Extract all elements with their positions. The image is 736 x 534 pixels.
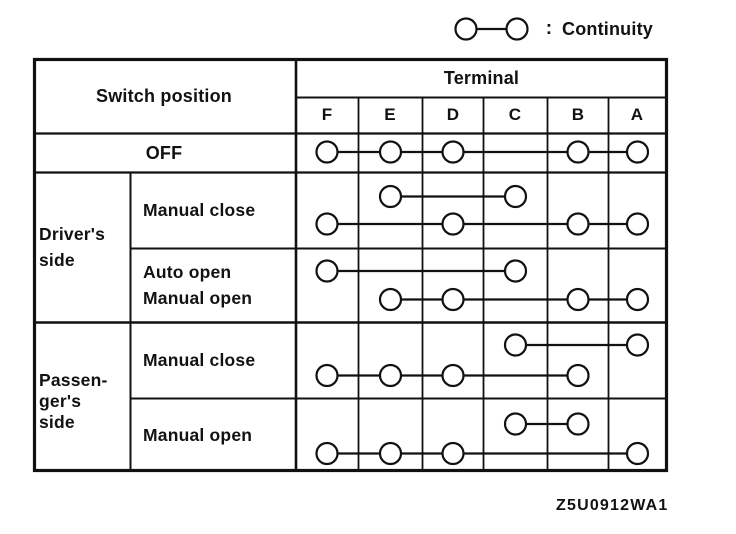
- continuity-circle-passenger-manual-open-terminal-b: [566, 412, 590, 436]
- continuity-legend-symbol: [454, 17, 529, 41]
- continuity-circle-off-terminal-b: [566, 140, 590, 164]
- continuity-circle-off-terminal-e: [378, 140, 403, 164]
- terminal-letter-d: D: [446, 105, 460, 124]
- terminal-letter-c: C: [508, 105, 522, 124]
- driver-side-label-line1: Driver's: [39, 224, 106, 244]
- continuity-circle-driver-auto-open-manual-open-terminal-a: [625, 287, 650, 312]
- continuity-circle-driver-manual-close-terminal-c: [503, 184, 528, 209]
- continuity-circle-driver-manual-close-terminal-f: [315, 212, 339, 236]
- continuity-circle-passenger-manual-close-terminal-c: [503, 333, 528, 357]
- table-outer-border: [32, 57, 669, 473]
- continuity-circle-passenger-manual-open-terminal-d: [441, 441, 465, 466]
- row-label-off: OFF: [145, 142, 183, 163]
- continuity-circle-passenger-manual-open-terminal-a: [625, 441, 650, 466]
- header-terminal: Terminal: [443, 67, 520, 88]
- continuity-circle-passenger-manual-close-terminal-a: [625, 333, 650, 357]
- continuity-circle-driver-auto-open-manual-open-terminal-c: [503, 259, 528, 283]
- row-label-passenger-manual-open: Manual open: [143, 424, 253, 445]
- passenger-side-label-line1: Passen-: [39, 369, 108, 390]
- continuity-circle-driver-auto-open-manual-open-terminal-f: [315, 259, 339, 283]
- terminal-letter-b: B: [571, 105, 585, 124]
- continuity-circle-off-terminal-f: [315, 140, 339, 164]
- legend-circle-right-icon: [505, 17, 529, 41]
- continuity-circle-passenger-manual-open-terminal-e: [378, 441, 403, 466]
- legend-label: Continuity: [562, 18, 653, 39]
- driver-side-group-label: Driver's side: [39, 172, 129, 322]
- continuity-circle-driver-manual-close-terminal-a: [625, 212, 650, 236]
- continuity-circle-driver-manual-close-terminal-e: [378, 184, 403, 209]
- terminal-letter-e: E: [384, 105, 396, 124]
- passenger-side-label-line2: ger's: [39, 390, 82, 411]
- passenger-side-label-line3: side: [39, 411, 75, 432]
- passenger-side-group-label: Passen- ger's side: [39, 322, 129, 472]
- terminal-letter-f: F: [321, 105, 333, 124]
- continuity-circle-driver-auto-open-manual-open-terminal-d: [441, 287, 465, 312]
- continuity-circle-driver-manual-close-terminal-d: [441, 212, 465, 236]
- continuity-circle-off-terminal-a: [625, 140, 650, 164]
- continuity-circle-passenger-manual-close-terminal-e: [378, 363, 403, 388]
- driver-manual-open-line: Manual open: [143, 288, 253, 308]
- continuity-circle-passenger-manual-open-terminal-c: [503, 412, 528, 436]
- row-label-driver-auto-open-manual-open: Auto open Manual open: [143, 248, 295, 322]
- legend-circle-left-icon: [454, 17, 478, 41]
- continuity-circle-off-terminal-d: [441, 140, 465, 164]
- continuity-circle-passenger-manual-close-terminal-d: [441, 363, 465, 388]
- figure-code: Z5U0912WA1: [556, 497, 669, 514]
- legend-colon: :: [545, 18, 553, 39]
- continuity-circle-driver-auto-open-manual-open-terminal-b: [566, 287, 590, 312]
- driver-side-label-line2: side: [39, 250, 75, 270]
- row-label-passenger-manual-close: Manual close: [143, 349, 256, 370]
- row-label-driver-manual-close: Manual close: [143, 199, 256, 220]
- continuity-circle-passenger-manual-open-terminal-f: [315, 441, 339, 466]
- driver-auto-open-line: Auto open: [143, 262, 232, 282]
- terminal-letter-a: A: [630, 105, 644, 124]
- continuity-circle-passenger-manual-close-terminal-b: [566, 363, 590, 388]
- continuity-circle-driver-auto-open-manual-open-terminal-e: [378, 287, 403, 312]
- header-switch-position: Switch position: [96, 85, 232, 106]
- continuity-circle-driver-manual-close-terminal-b: [566, 212, 590, 236]
- continuity-circle-passenger-manual-close-terminal-f: [315, 363, 339, 388]
